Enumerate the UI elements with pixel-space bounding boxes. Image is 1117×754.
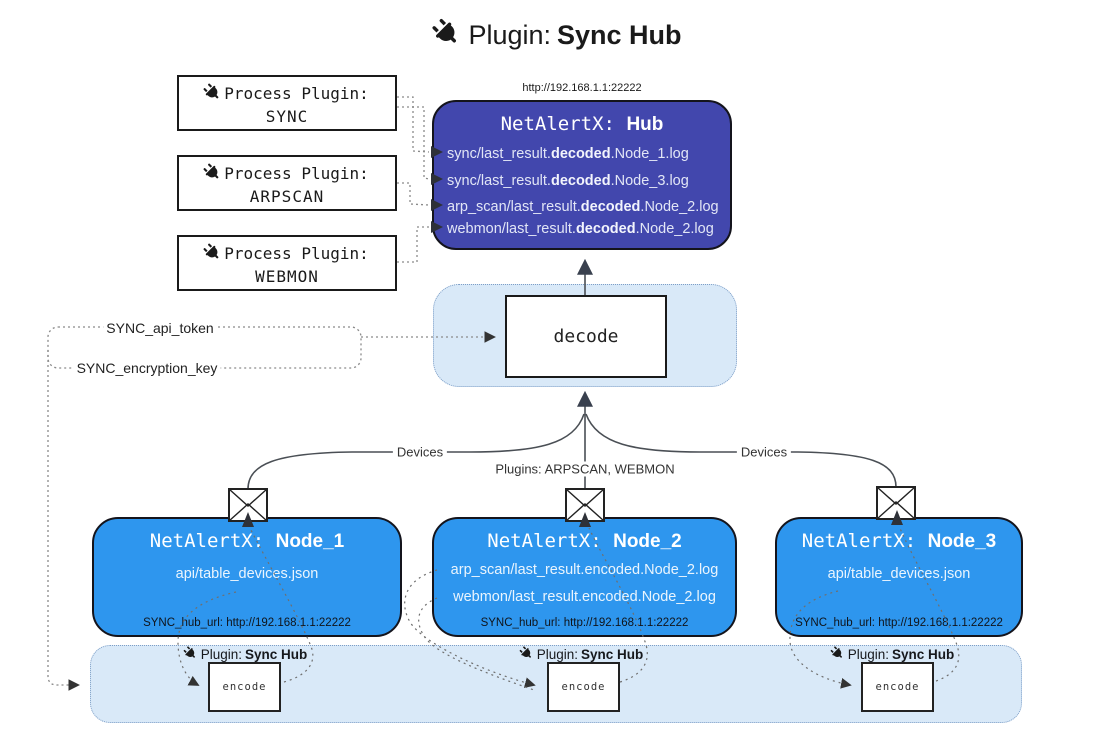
process-plugin-name: ARPSCAN <box>249 187 325 206</box>
process-plugin-name: SYNC <box>265 107 309 126</box>
edge-label-plugins-center: Plugins: ARPSCAN, WEBMON <box>491 461 679 477</box>
hub-file-line: sync/last_result.decoded.Node_1.log <box>447 146 689 162</box>
hub-title-name: Hub <box>626 114 664 135</box>
plug-icon <box>427 13 470 56</box>
node-hub-url: SYNC_hub_url: http://192.168.1.1:22222 <box>143 617 351 629</box>
node-1-box: NetAlertX: Node_1 api/table_devices.json… <box>92 517 402 637</box>
hub-file-line: arp_scan/last_result.decoded.Node_2.log <box>447 199 719 215</box>
plug-icon <box>517 644 538 665</box>
page-title-name: Sync Hub <box>557 19 682 50</box>
node-3-box: NetAlertX: Node_3 api/table_devices.json… <box>775 517 1023 637</box>
edge-label-devices-right: Devices <box>736 444 792 460</box>
plug-icon <box>200 240 227 267</box>
process-plugin-arpscan: Process Plugin: ARPSCAN <box>177 155 397 211</box>
process-plugin-name: WEBMON <box>255 267 319 286</box>
encode-box: encode <box>861 662 934 712</box>
node-title: NetAlertX: Node_1 <box>149 530 345 552</box>
plug-icon <box>200 160 227 187</box>
hub-file-line: webmon/last_result.decoded.Node_2.log <box>447 221 714 237</box>
node-file-line: api/table_devices.json <box>827 566 971 582</box>
process-plugin-label: Process Plugin: <box>224 84 369 103</box>
plug-icon <box>181 644 202 665</box>
sync-api-token-label: SYNC_api_token <box>103 320 217 336</box>
encode-box: encode <box>208 662 281 712</box>
process-plugin-sync: Process Plugin: SYNC <box>177 75 397 131</box>
node-2-box: NetAlertX: Node_2 arp_scan/last_result.e… <box>432 517 737 637</box>
node-title: NetAlertX: Node_3 <box>801 530 997 552</box>
hub-file-line: sync/last_result.decoded.Node_3.log <box>447 173 689 189</box>
decode-box: decode <box>505 295 667 378</box>
node-title: NetAlertX: Node_2 <box>487 530 682 552</box>
hub-box: NetAlertX: Hub sync/last_result.decoded.… <box>432 100 732 250</box>
strip-plugin-label: Plugin:Sync Hub <box>185 646 307 662</box>
process-plugin-label: Process Plugin: <box>224 164 369 183</box>
node-hub-url: SYNC_hub_url: http://192.168.1.1:22222 <box>795 617 1003 629</box>
page-title-prefix: Plugin: <box>468 19 552 50</box>
node-file-line: api/table_devices.json <box>175 566 319 582</box>
strip-plugin-label: Plugin:Sync Hub <box>832 646 954 662</box>
plug-icon <box>200 80 227 107</box>
sync-encryption-key-label: SYNC_encryption_key <box>73 360 221 376</box>
hub-title: NetAlertX: Hub <box>434 111 730 138</box>
page-title: Plugin: Sync Hub <box>0 18 1117 52</box>
edge-label-devices-left: Devices <box>392 444 448 460</box>
node-hub-url: SYNC_hub_url: http://192.168.1.1:22222 <box>480 617 689 629</box>
strip-plugin-label: Plugin:Sync Hub <box>521 646 643 662</box>
hub-title-prefix: NetAlertX: <box>500 113 615 135</box>
process-plugin-label: Process Plugin: <box>224 244 369 263</box>
plug-icon <box>828 644 849 665</box>
encode-box: encode <box>547 662 620 712</box>
envelope-icon <box>876 486 916 520</box>
process-plugin-webmon: Process Plugin: WEBMON <box>177 235 397 291</box>
hub-url-label: http://192.168.1.1:22222 <box>522 82 642 94</box>
node-file-line: arp_scan/last_result.encoded.Node_2.log <box>450 562 719 578</box>
node-file-line: webmon/last_result.encoded.Node_2.log <box>453 589 716 605</box>
